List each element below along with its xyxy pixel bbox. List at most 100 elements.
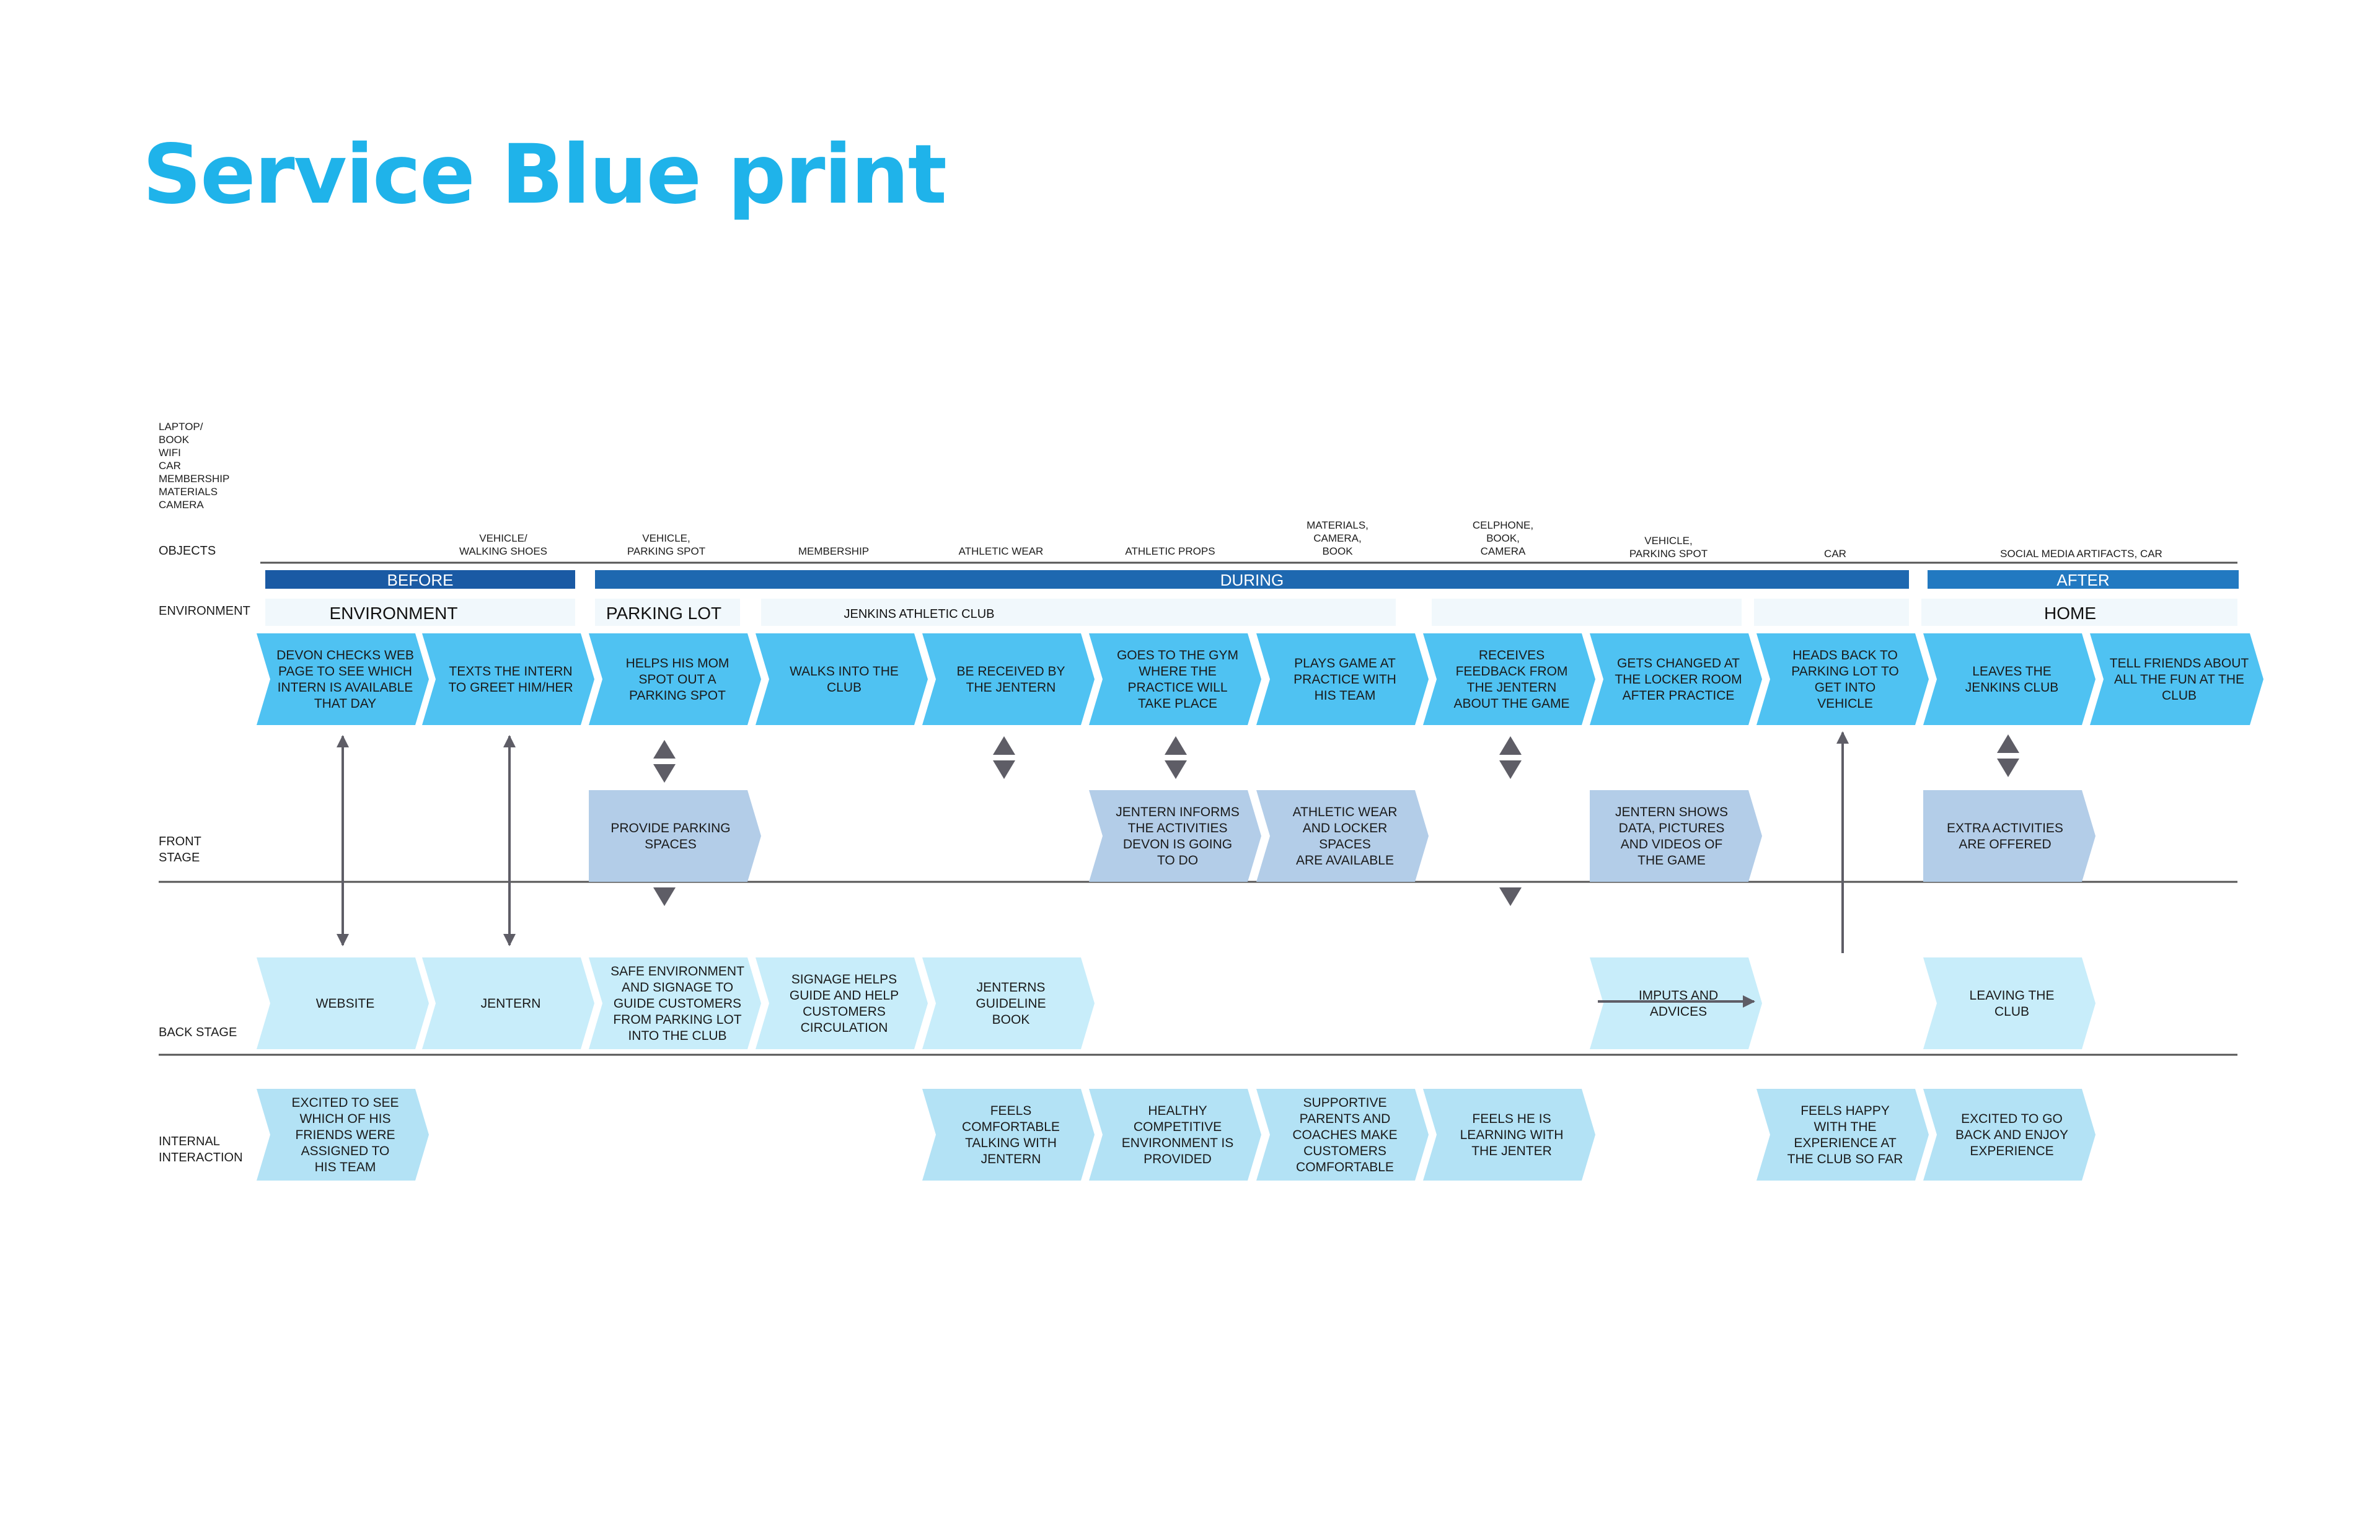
front-stage-1-shape (589, 790, 761, 882)
bidirectional-marker-gym (1165, 736, 1187, 779)
back-stage-7-shape (1923, 957, 2096, 1049)
env-band-club-1 (761, 599, 1396, 626)
back-stage-2: JENTERN (422, 957, 594, 1049)
env-band-parking-lot (595, 599, 740, 626)
object-label: MATERIALS,CAMERA,BOOK (1307, 519, 1368, 557)
back-stage-2-text: JENTERN (481, 997, 541, 1011)
bidirectional-marker-parking (653, 740, 676, 783)
customer-action-9-shape (1590, 633, 1762, 725)
back-stage-1-shape (257, 957, 429, 1049)
object-label: CELPHONE,BOOK,CAMERA (1473, 519, 1533, 557)
front-stage-5-shape (1923, 790, 2096, 882)
internal-4-shape (1256, 1089, 1429, 1181)
internal-2-shape (922, 1089, 1095, 1181)
back-stage-6-shape (1590, 957, 1762, 1049)
env-label-home: HOME (2044, 604, 2096, 623)
internal-7-shape (1923, 1089, 2096, 1181)
object-label: SOCIAL MEDIA ARTIFACTS, CAR (2000, 548, 2162, 560)
object-label: VEHICLE,PARKING SPOT (627, 532, 705, 557)
phase-label-after: AFTER (2056, 571, 2109, 589)
customer-action-8-shape (1423, 633, 1595, 725)
object-label: ATHLETIC WEAR (959, 545, 1044, 557)
down-marker-parking (653, 887, 676, 906)
row-label-front-stage-2: STAGE (159, 851, 200, 865)
phase-label-during: DURING (1220, 571, 1284, 589)
customer-action-12-shape (2090, 633, 2263, 725)
object-label: VEHICLE/WALKING SHOES (459, 532, 547, 557)
back-stage-4-shape (756, 957, 928, 1049)
internal-3-shape (1089, 1089, 1261, 1181)
env-label-jenkins-club: JENKINS ATHLETIC CLUB (844, 607, 994, 621)
back-stage-2-shape (422, 957, 594, 1049)
object-label: VEHICLE,PARKING SPOT (1629, 535, 1708, 560)
object-label: MEMBERSHIP (798, 545, 869, 557)
env-label-parking-lot: PARKING LOT (606, 604, 721, 623)
env-band-environment (265, 599, 575, 626)
phase-bar-before (265, 570, 575, 589)
env-band-club-2 (1432, 599, 1742, 626)
customer-action-5-shape (922, 633, 1095, 725)
page-title: Service Blue print (143, 127, 947, 222)
phase-label-before: BEFORE (387, 571, 454, 589)
bidirectional-marker-leaves (1997, 734, 2019, 777)
customer-action-2-shape (422, 633, 594, 725)
front-stage-4-shape (1590, 790, 1762, 882)
customer-action-11-shape (1923, 633, 2096, 725)
customer-action-1-shape (257, 633, 429, 725)
customer-action-3-shape (589, 633, 761, 725)
env-label-environment: ENVIRONMENT (330, 604, 458, 623)
row-label-front-stage-1: FRONT (159, 835, 201, 848)
internal-5-shape (1423, 1089, 1595, 1181)
env-band-club-3 (1754, 599, 1909, 626)
phase-bar-during (595, 570, 1909, 589)
row-label-internal-1: INTERNAL (159, 1135, 220, 1148)
customer-action-7-shape (1256, 633, 1429, 725)
back-stage-3-shape (589, 957, 761, 1049)
front-stage-2-shape (1089, 790, 1261, 882)
